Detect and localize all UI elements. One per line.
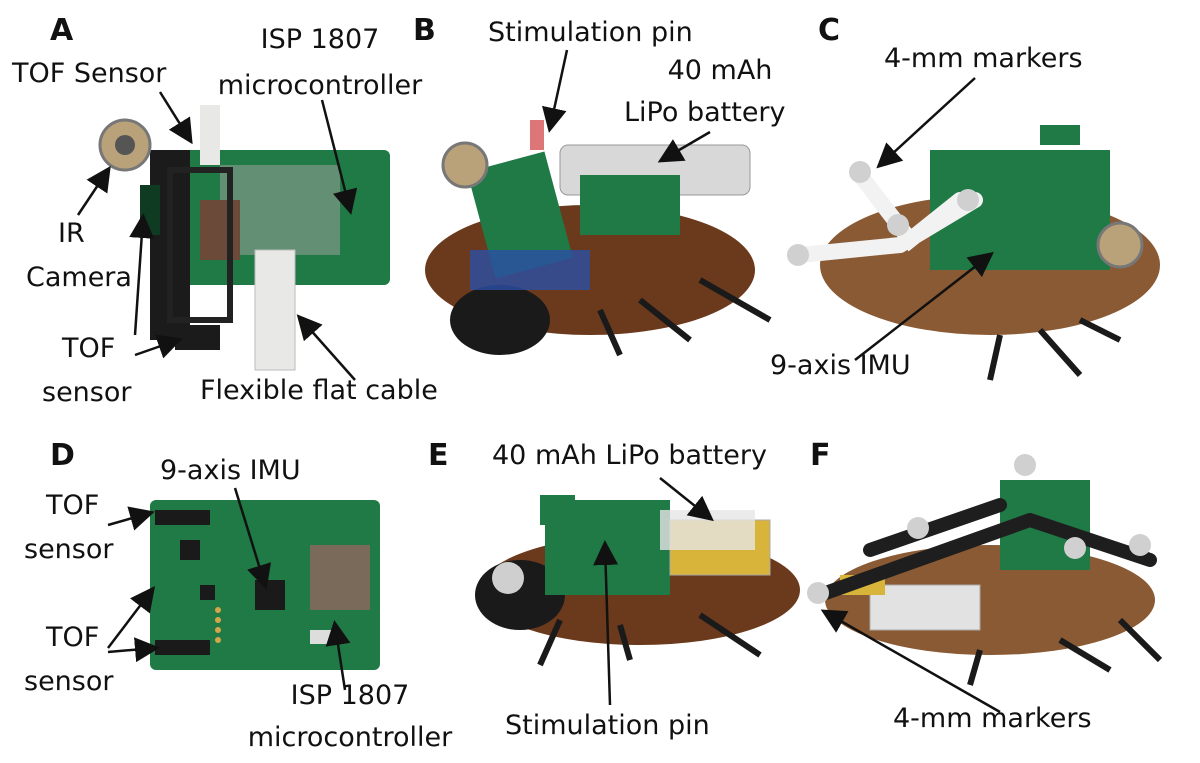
arrow-a-tof-bot-1 <box>129 213 155 336</box>
photo-a-backpack-assembly <box>98 105 390 371</box>
label-e-battery: 40 mAh LiPo battery <box>492 440 767 471</box>
panel-label-d: D <box>50 438 75 473</box>
arrow-a-ir <box>76 165 111 216</box>
label-b-battery-line2: LiPo battery <box>624 97 786 128</box>
arrow-a-cable <box>296 314 356 381</box>
label-c-markers: 4-mm markers <box>884 43 1083 74</box>
panel-label-a: A <box>50 13 74 48</box>
panel-label-b: B <box>413 13 436 48</box>
label-a-isp-line1: ISP 1807 <box>260 24 380 55</box>
arrow-d-tof2-b <box>107 637 160 663</box>
photo-c-cockroach-markers <box>787 125 1160 381</box>
arrow-a-tof-bot-2 <box>134 334 183 359</box>
panel-label-f: F <box>810 438 831 473</box>
panel-label-e: E <box>428 438 449 473</box>
arrow-f-markers <box>820 609 1001 714</box>
arrow-b-batt <box>657 130 711 163</box>
callout-arrows <box>76 49 1001 714</box>
label-b-stimulation-pin: Stimulation pin <box>488 17 693 48</box>
arrow-c-markers <box>876 77 976 169</box>
label-a-tof-sensor: TOF Sensor <box>12 58 167 89</box>
label-d-isp-line1: ISP 1807 <box>290 680 410 711</box>
panel-label-c: C <box>818 13 841 48</box>
photo-e-cockroach-battery <box>475 495 800 667</box>
arrow-d-tof1 <box>107 506 155 531</box>
arrow-e-stim <box>593 540 619 706</box>
arrow-a-tof-top <box>158 91 193 145</box>
label-a-tof-bot-line1: TOF <box>62 333 116 364</box>
arrow-b-stim <box>542 49 569 133</box>
label-a-tof-bot-line2: sensor <box>42 377 132 408</box>
label-d-tof2-line2: sensor <box>24 666 114 697</box>
photo-b-cockroach-backpack <box>425 120 772 357</box>
label-a-flexible-cable: Flexible flat cable <box>200 375 438 406</box>
label-b-battery-line1: 40 mAh <box>667 55 773 86</box>
label-c-imu: 9-axis IMU <box>770 350 911 381</box>
arrow-d-tof2-a <box>107 586 156 649</box>
arrow-c-imu <box>854 251 994 361</box>
label-a-ir-line1: IR <box>58 218 85 249</box>
label-d-tof1-line2: sensor <box>24 534 114 565</box>
label-a-isp-line2: microcontroller <box>217 70 423 101</box>
label-d-tof2-line1: TOF <box>46 622 100 653</box>
arrow-a-isp <box>320 99 358 215</box>
label-e-stimulation-pin: Stimulation pin <box>505 710 710 741</box>
label-d-imu: 9-axis IMU <box>160 455 301 486</box>
label-a-ir-line2: Camera <box>26 262 132 293</box>
label-d-isp-line2: microcontroller <box>247 722 453 753</box>
arrow-d-imu <box>233 487 272 590</box>
arrow-e-batt <box>659 477 714 522</box>
label-f-markers: 4-mm markers <box>893 703 1092 734</box>
arrow-d-isp <box>325 620 351 691</box>
photo-f-cockroach-markers <box>807 454 1163 686</box>
label-d-tof1-line1: TOF <box>46 490 100 521</box>
